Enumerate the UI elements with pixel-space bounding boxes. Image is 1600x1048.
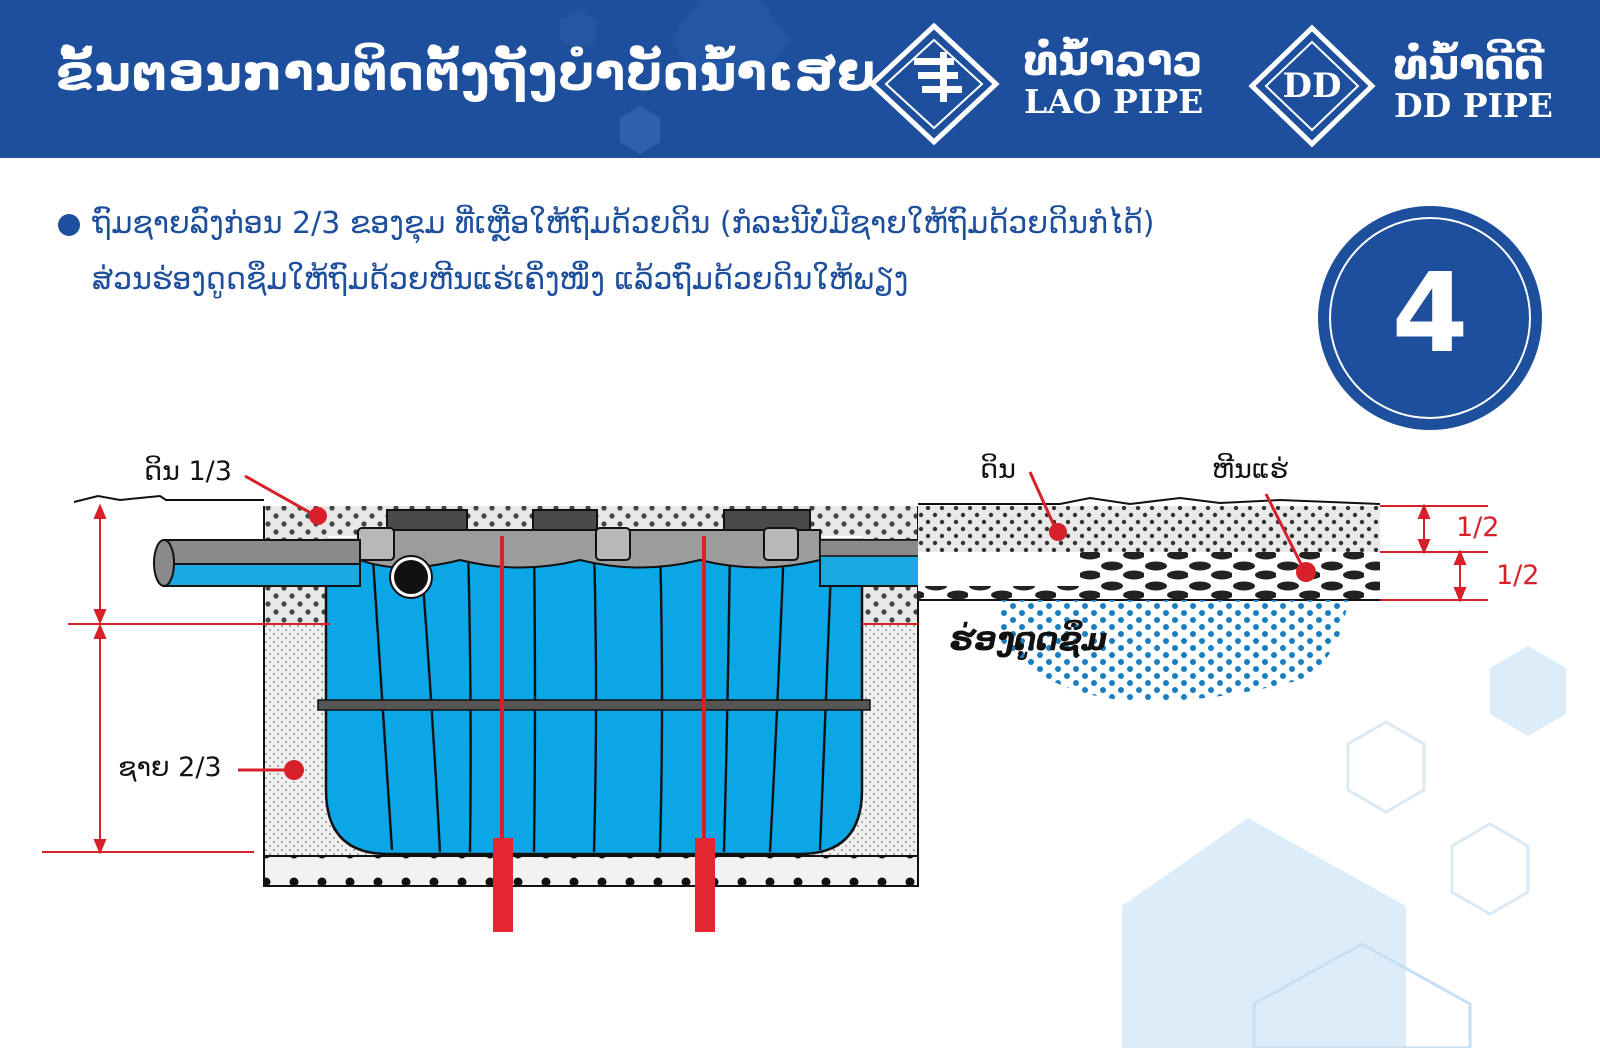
tank-seam xyxy=(317,699,871,711)
stake-2 xyxy=(695,838,715,932)
dimension-arrows xyxy=(93,503,1467,855)
instruction-line-1: ຖົມຊາຍລົງກ່ອນ 2/3 ຂອງຂຸມ ທີ່ເຫຼືອໃຫ້ຖົມດ… xyxy=(92,206,1155,241)
stake-1 xyxy=(493,838,513,932)
header-decoration xyxy=(560,0,790,154)
label-soil: ດິນ xyxy=(980,454,1016,485)
instruction-line-2: ສ່ວນຮ່ອງດູດຊຶມໃຫ້ຖົມດ້ວຍຫີນແຮ່ເຄິ່ງໜຶ່ງ … xyxy=(92,262,909,297)
label-sand-two-thirds: ຊາຍ 2/3 xyxy=(118,752,222,783)
sand-layer-right xyxy=(862,624,918,856)
ground-line-right xyxy=(918,496,1381,506)
dd-pipe-brand: ທໍ່ນ້ຳດີດີ DD PIPE xyxy=(1394,42,1553,124)
ground-line-left xyxy=(73,494,264,503)
label-soil-one-third: ດິນ 1/3 xyxy=(144,456,232,487)
seepage-zone xyxy=(1000,600,1348,702)
depth-markers xyxy=(42,505,1488,853)
trench-soil-layer xyxy=(918,506,1380,552)
lao-pipe-brand: ທໍ່ນ້ຳລາວ LAO PIPE xyxy=(1024,38,1203,120)
manhole-lid-3 xyxy=(723,509,811,531)
collar-3 xyxy=(763,527,799,561)
page-title: ຂັ້ນຕອນການຕິດຕັ້ງຖັງບຳບັດນ້ຳເສຍ xyxy=(56,44,876,102)
base-layer xyxy=(263,855,919,887)
dd-pipe-logo-frame xyxy=(1248,24,1376,148)
label-half-top: 1/2 xyxy=(1456,512,1500,543)
dd-pipe-brand-lao: ທໍ່ນ້ຳດີດີ xyxy=(1394,40,1544,89)
dd-logo-text: DD xyxy=(1282,66,1342,106)
header-banner: ຂັ້ນຕອນການຕິດຕັ້ງຖັງບຳບັດນ້ຳເສຍ ທໍ່ນ້ຳລາ… xyxy=(0,0,1600,158)
lao-pipe-brand-en: LAO PIPE xyxy=(1024,82,1204,121)
label-pointers xyxy=(238,471,1316,780)
label-half-bottom: 1/2 xyxy=(1496,560,1540,591)
bullet-icon xyxy=(58,214,80,236)
label-gravel: ຫີນແຮ່ xyxy=(1212,454,1289,485)
label-soak-trench: ຮ່ອງດູດຊຶມ xyxy=(950,622,1108,658)
tank-top xyxy=(359,529,821,569)
collar-2 xyxy=(595,527,631,561)
collar-1 xyxy=(357,527,395,561)
manhole-lid-1 xyxy=(386,509,468,531)
sand-layer-left xyxy=(264,624,328,856)
lao-pipe-brand-lao: ທໍ່ນ້ຳລາວ xyxy=(1024,36,1203,85)
dd-pipe-brand-en: DD PIPE xyxy=(1394,86,1553,125)
inlet-pipe-end xyxy=(153,539,175,587)
lao-pipe-logo-icon xyxy=(868,22,1000,146)
step-number: 4 xyxy=(1391,249,1469,377)
manhole-lid-2 xyxy=(532,509,598,531)
